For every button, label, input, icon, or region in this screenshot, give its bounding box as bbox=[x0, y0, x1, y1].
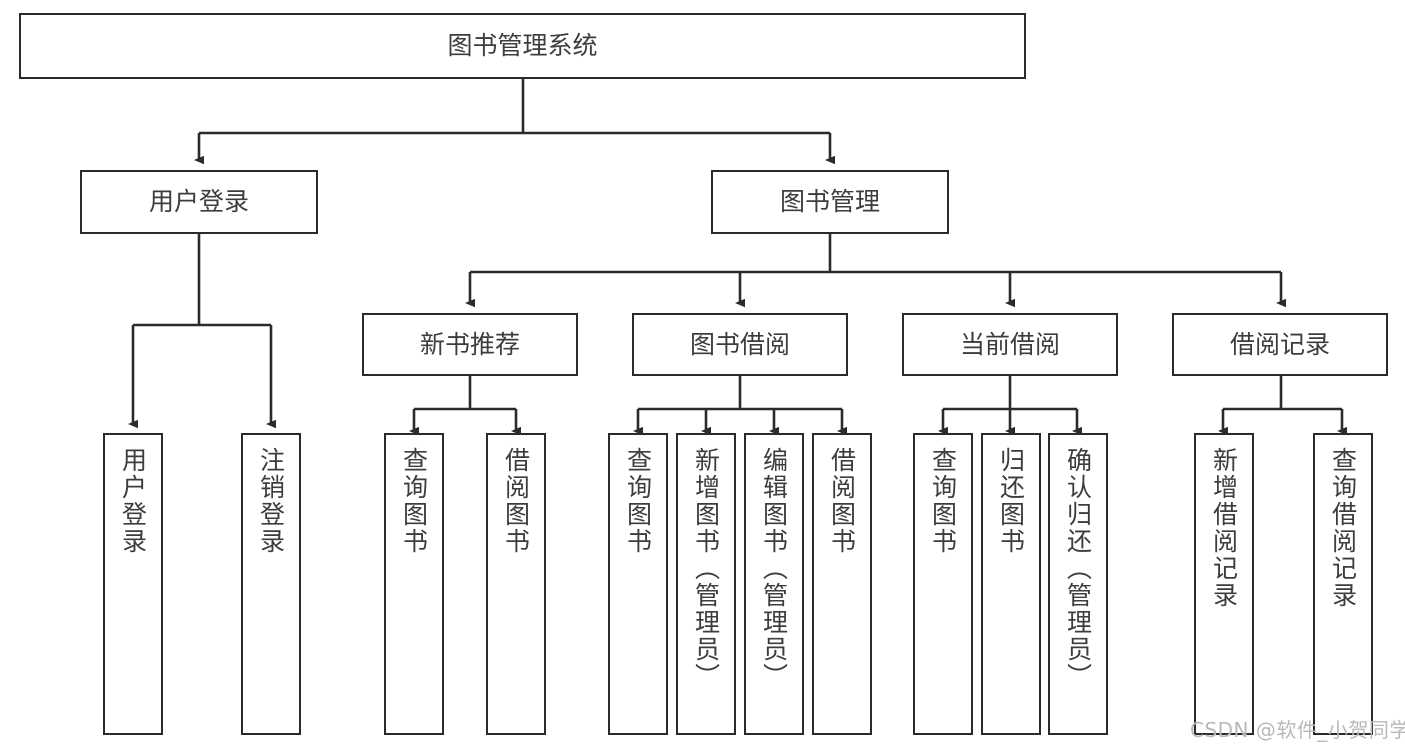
node-leaf-add-record-label: 新增借阅记录 bbox=[1209, 447, 1239, 609]
node-leaf-query-book-3[interactable]: 查询图书 bbox=[913, 433, 973, 735]
node-borrow-record-label: 借阅记录 bbox=[1229, 329, 1330, 359]
node-leaf-borrow-book-1-label: 借阅图书 bbox=[501, 447, 531, 555]
node-root[interactable]: 图书管理系统 bbox=[19, 13, 1026, 79]
node-leaf-borrow-book-2-label: 借阅图书 bbox=[827, 447, 857, 555]
node-leaf-add-book-label: 新增图书（管理员） bbox=[691, 447, 721, 690]
node-user-login[interactable]: 用户登录 bbox=[80, 170, 318, 234]
node-leaf-query-book-3-label: 查询图书 bbox=[928, 447, 958, 555]
node-leaf-edit-book[interactable]: 编辑图书（管理员） bbox=[744, 433, 804, 735]
node-new-book-recommend[interactable]: 新书推荐 bbox=[362, 313, 578, 376]
node-book-management-label: 图书管理 bbox=[779, 187, 880, 216]
node-leaf-query-record-label: 查询借阅记录 bbox=[1328, 447, 1358, 609]
node-book-management[interactable]: 图书管理 bbox=[711, 170, 949, 234]
node-leaf-add-book[interactable]: 新增图书（管理员） bbox=[676, 433, 736, 735]
node-leaf-user-login-label: 用户登录 bbox=[118, 447, 148, 555]
node-leaf-edit-book-label: 编辑图书（管理员） bbox=[759, 447, 789, 690]
node-leaf-query-book-1-label: 查询图书 bbox=[399, 447, 429, 555]
node-leaf-user-login[interactable]: 用户登录 bbox=[103, 433, 163, 735]
node-leaf-return-book-label: 归还图书 bbox=[996, 447, 1026, 555]
node-new-book-recommend-label: 新书推荐 bbox=[419, 329, 520, 359]
node-root-label: 图书管理系统 bbox=[447, 31, 598, 60]
node-leaf-query-record[interactable]: 查询借阅记录 bbox=[1313, 433, 1373, 735]
node-leaf-logout-login[interactable]: 注销登录 bbox=[241, 433, 301, 735]
node-leaf-return-book[interactable]: 归还图书 bbox=[981, 433, 1041, 735]
node-book-borrow-label: 图书借阅 bbox=[689, 329, 790, 359]
node-leaf-query-book-2[interactable]: 查询图书 bbox=[608, 433, 668, 735]
node-current-borrow-label: 当前借阅 bbox=[959, 329, 1060, 359]
node-leaf-confirm-return-label: 确认归还（管理员） bbox=[1063, 447, 1093, 690]
node-book-borrow[interactable]: 图书借阅 bbox=[632, 313, 848, 376]
node-leaf-logout-login-label: 注销登录 bbox=[256, 447, 286, 555]
node-leaf-borrow-book-2[interactable]: 借阅图书 bbox=[812, 433, 872, 735]
node-leaf-query-book-2-label: 查询图书 bbox=[623, 447, 653, 555]
node-leaf-confirm-return[interactable]: 确认归还（管理员） bbox=[1048, 433, 1108, 735]
node-current-borrow[interactable]: 当前借阅 bbox=[902, 313, 1118, 376]
node-leaf-borrow-book-1[interactable]: 借阅图书 bbox=[486, 433, 546, 735]
node-borrow-record[interactable]: 借阅记录 bbox=[1172, 313, 1388, 376]
node-leaf-add-record[interactable]: 新增借阅记录 bbox=[1194, 433, 1254, 735]
node-user-login-label: 用户登录 bbox=[148, 187, 249, 216]
node-leaf-query-book-1[interactable]: 查询图书 bbox=[384, 433, 444, 735]
